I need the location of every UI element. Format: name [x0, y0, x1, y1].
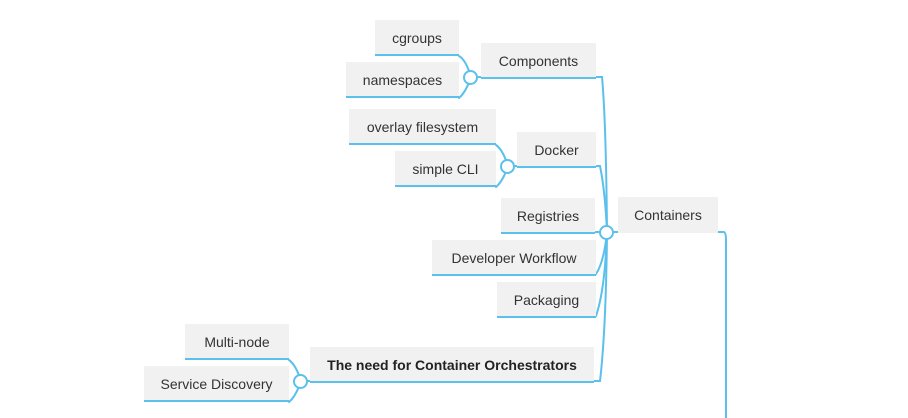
node-docker[interactable]: Docker [517, 132, 596, 168]
node-cgroups[interactable]: cgroups [375, 20, 459, 56]
collapse-toggle-docker[interactable] [500, 159, 515, 174]
connector-components [595, 76, 608, 233]
node-developer-workflow[interactable]: Developer Workflow [432, 240, 596, 276]
collapse-toggle-components[interactable] [463, 70, 478, 85]
collapse-toggle-orchestrators[interactable] [293, 374, 308, 389]
node-service-discovery[interactable]: Service Discovery [144, 366, 289, 402]
node-registries[interactable]: Registries [501, 198, 595, 234]
node-components[interactable]: Components [481, 43, 596, 79]
node-containers[interactable]: Containers [618, 197, 718, 233]
node-container-orchestrators[interactable]: The need for Container Orchestrators [310, 347, 594, 383]
node-simple-cli[interactable]: simple CLI [395, 151, 496, 187]
node-multi-node[interactable]: Multi-node [185, 324, 289, 360]
collapse-toggle-containers[interactable] [599, 225, 614, 240]
node-namespaces[interactable]: namespaces [346, 62, 459, 98]
node-packaging[interactable]: Packaging [497, 282, 596, 318]
connector-containers-parent [717, 231, 727, 418]
node-overlay-filesystem[interactable]: overlay filesystem [349, 109, 496, 145]
connector-docker [595, 165, 608, 233]
connector-orchestrators [593, 231, 608, 382]
